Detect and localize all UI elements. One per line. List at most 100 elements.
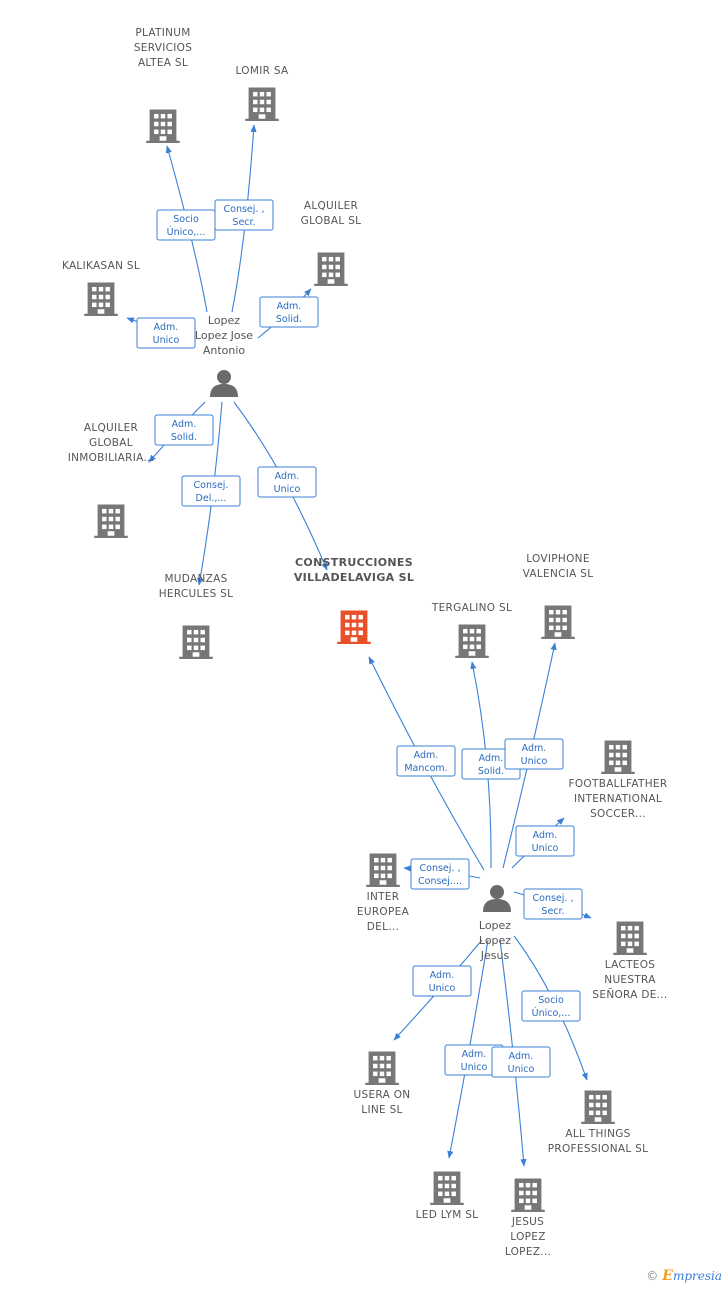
- role-badge-text: Unico: [532, 843, 559, 854]
- role-badge-c_lomir[interactable]: Consej. ,Secr.: [214, 199, 274, 231]
- person-label: Lopez: [479, 919, 511, 932]
- building-icon: [314, 252, 348, 286]
- building-icon: [541, 605, 575, 639]
- company-node-lomir[interactable]: LOMIR SA: [236, 65, 289, 121]
- building-icon: [179, 625, 213, 659]
- company-label: HERCULES SL: [159, 588, 234, 600]
- role-badge-c_construcciones[interactable]: Adm.Unico: [257, 466, 317, 498]
- brand-name: mpresia: [672, 1269, 722, 1283]
- building-icon: [146, 109, 180, 143]
- role-badge-c_footballfather[interactable]: Adm. Unico: [515, 825, 575, 857]
- company-node-footballfather[interactable]: FOOTBALLFATHER INTERNATIONAL SOCCER...: [569, 740, 668, 820]
- building-icon: [430, 1171, 464, 1205]
- company-label: LED LYM SL: [416, 1209, 479, 1221]
- company-label: USERA ON: [354, 1089, 411, 1101]
- company-label: GLOBAL: [89, 437, 133, 449]
- person-label: Lopez: [208, 314, 240, 327]
- role-badge-frame: [396, 745, 456, 777]
- role-badge-text: Secr.: [232, 217, 255, 228]
- role-badge-c_inter_europea[interactable]: Consej. ,Consej....: [410, 858, 470, 890]
- role-badge-c_jesus_lopez[interactable]: Adm.Unico: [491, 1046, 551, 1078]
- company-label: MUDANZAS: [164, 573, 227, 585]
- company-label: CONSTRUCCIONES: [295, 556, 413, 569]
- role-badge-c_mudanzas[interactable]: Consej.Del.,...: [181, 475, 241, 507]
- person-label: Lopez Jose: [195, 329, 253, 342]
- building-icon: [511, 1178, 545, 1212]
- company-label: LOMIR SA: [236, 65, 289, 77]
- company-label: VILLADELAVIGA SL: [294, 571, 414, 584]
- company-label: DEL...: [367, 921, 399, 933]
- role-badge-text: Único,...: [532, 1007, 571, 1019]
- role-badge-frame: [504, 738, 564, 770]
- role-badge-frame: [214, 199, 274, 231]
- role-badge-c_platinum[interactable]: SocioÚnico,...: [156, 209, 216, 241]
- role-badge-text: Adm.: [430, 970, 455, 981]
- role-badge-frame: [521, 990, 581, 1022]
- company-label: INMOBILIARIA...: [68, 452, 155, 464]
- role-badge-text: Consej....: [418, 876, 462, 887]
- company-label: SERVICIOS: [134, 42, 192, 54]
- role-badge-text: Del.,...: [196, 493, 227, 504]
- company-node-alquiler-inmob[interactable]: ALQUILERGLOBALINMOBILIARIA...: [68, 422, 155, 538]
- company-label: FOOTBALLFATHER: [569, 778, 668, 790]
- role-badge-c_construcciones[interactable]: Adm.Mancom.: [396, 745, 456, 777]
- company-label: TERGALINO SL: [431, 602, 512, 614]
- company-label: VALENCIA SL: [523, 568, 594, 580]
- person-label: Jesus: [480, 949, 510, 962]
- company-node-construcciones[interactable]: CONSTRUCCIONES VILLADELAVIGA SL: [294, 556, 414, 644]
- copyright-symbol: ©: [646, 1269, 659, 1283]
- role-badge-frame: [523, 888, 583, 920]
- role-badge-c_all_things[interactable]: SocioÚnico,...: [521, 990, 581, 1022]
- company-label: KALIKASAN SL: [62, 260, 140, 272]
- role-badge-text: Adm.: [154, 322, 179, 333]
- role-badge-c_loviphone[interactable]: Adm.Unico: [504, 738, 564, 770]
- role-badge-text: Solid.: [276, 314, 302, 325]
- building-icon: [337, 610, 371, 644]
- role-badge-text: Unico: [153, 335, 180, 346]
- company-node-inter-europea[interactable]: INTEREUROPEADEL...: [357, 853, 410, 933]
- role-badge-c_alquiler_inmob[interactable]: Adm.Solid.: [154, 414, 214, 446]
- brand-watermark: ©Empresia: [646, 1268, 722, 1284]
- company-label: LINE SL: [361, 1104, 402, 1116]
- building-icon: [613, 921, 647, 955]
- role-badge-text: Adm.: [172, 419, 197, 430]
- role-badge-frame: [154, 414, 214, 446]
- role-badge-text: Adm.: [522, 743, 547, 754]
- role-badge-text: Único,...: [167, 226, 206, 238]
- building-icon: [94, 504, 128, 538]
- company-node-tergalino[interactable]: TERGALINO SL: [431, 602, 512, 658]
- building-icon: [245, 87, 279, 121]
- role-badge-frame: [410, 858, 470, 890]
- company-label: EUROPEA: [357, 906, 410, 918]
- role-badge-frame: [491, 1046, 551, 1078]
- company-node-kalikasan[interactable]: KALIKASAN SL: [62, 260, 140, 316]
- role-badge-c_lacteos[interactable]: Consej. ,Secr.: [523, 888, 583, 920]
- role-badge-text: Adm.: [533, 830, 558, 841]
- company-label: LOPEZ...: [505, 1246, 551, 1258]
- role-badge-c_usera[interactable]: Adm.Unico: [412, 965, 472, 997]
- company-label: NUESTRA: [604, 974, 656, 986]
- role-badge-frame: [515, 825, 575, 857]
- company-node-led-lym[interactable]: LED LYM SL: [416, 1171, 479, 1221]
- company-label: SOCCER...: [590, 808, 646, 820]
- company-label: INTERNATIONAL: [574, 793, 662, 805]
- role-badge-frame: [257, 466, 317, 498]
- company-node-jesus-lopez[interactable]: JESUSLOPEZLOPEZ...: [505, 1178, 551, 1258]
- role-badge-text: Socio: [538, 995, 564, 1006]
- role-badge-text: Socio: [173, 214, 199, 225]
- role-badge-c_alquiler_global[interactable]: Adm.Solid.: [259, 296, 319, 328]
- company-node-mudanzas[interactable]: MUDANZAS HERCULES SL: [159, 573, 234, 659]
- role-badge-c_kalikasan[interactable]: Adm. Unico: [136, 317, 196, 349]
- brand-initial: E: [662, 1268, 673, 1284]
- company-node-usera[interactable]: USERA ON LINE SL: [354, 1051, 411, 1116]
- role-badge-text: Solid.: [478, 766, 504, 777]
- building-icon: [84, 282, 118, 316]
